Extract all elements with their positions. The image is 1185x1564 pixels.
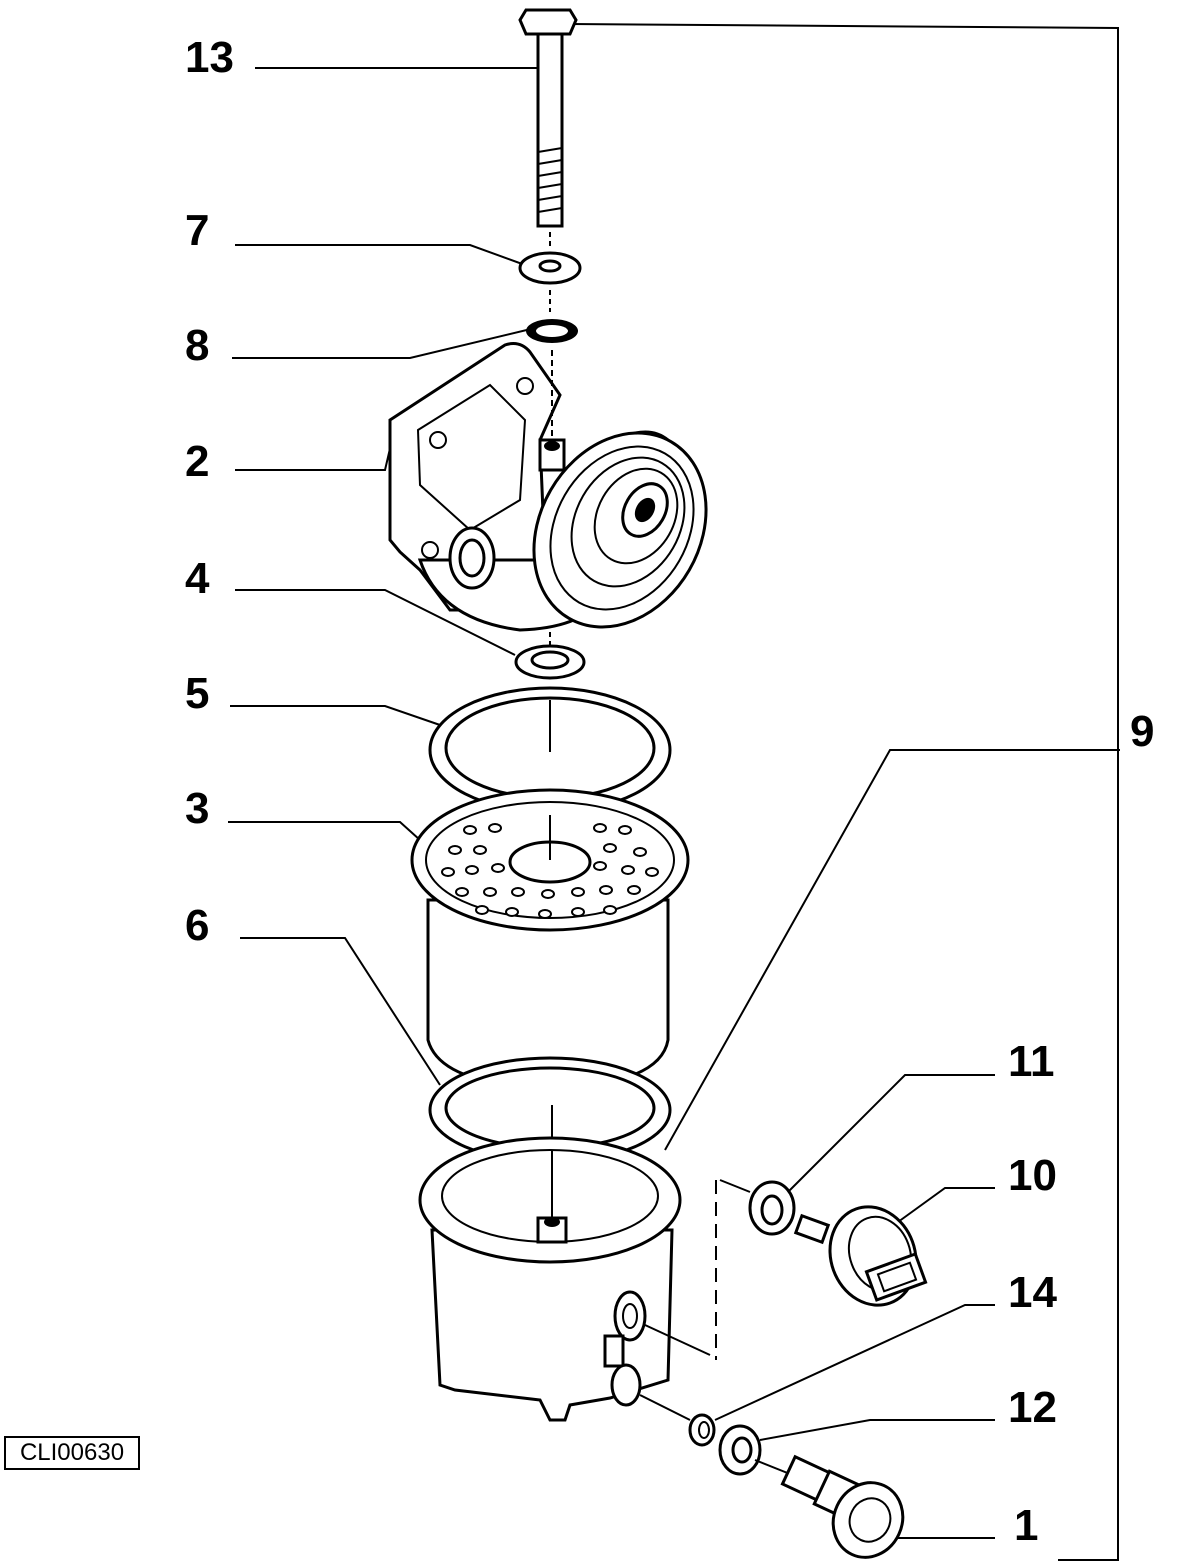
leader-lines: [228, 23, 1120, 1561]
drain-plug-part: [780, 1454, 905, 1559]
callout-4: 4: [185, 554, 210, 603]
seal-ring-part: [526, 319, 578, 343]
callout-8: 8: [185, 321, 209, 370]
small-washer-part: [719, 1179, 796, 1236]
sensor-part: [793, 1205, 928, 1307]
bolt-part: [518, 8, 578, 250]
callout-10: 10: [1008, 1151, 1057, 1200]
callout-14: 14: [1008, 1268, 1057, 1317]
callout-5: 5: [185, 669, 209, 718]
callout-2: 2: [185, 437, 209, 486]
callout-9: 9: [1130, 707, 1154, 756]
drain-washer-part: [718, 1424, 801, 1479]
filter-cartridge-part: [410, 788, 690, 1090]
callout-7: 7: [185, 206, 209, 255]
filter-bowl-part: [418, 1136, 717, 1422]
washer-part: [518, 251, 582, 312]
filter-head-part: [388, 342, 708, 632]
small-seal-part: [514, 632, 586, 680]
callout-1: 1: [1014, 1501, 1038, 1550]
large-gasket-part: [428, 686, 672, 814]
callout-11: 11: [1008, 1037, 1055, 1086]
o-ring-part: [688, 1413, 716, 1447]
callout-13: 13: [185, 33, 234, 82]
reference-code-label: CLI00630: [4, 1436, 140, 1470]
callout-6: 6: [185, 901, 209, 950]
callout-12: 12: [1008, 1383, 1057, 1432]
callout-3: 3: [185, 784, 209, 833]
callout-labels: 13 7 8 2 4 5 3 6 9 11 10 14 12 1: [185, 33, 1154, 1550]
lower-gasket-part: [428, 1056, 672, 1164]
